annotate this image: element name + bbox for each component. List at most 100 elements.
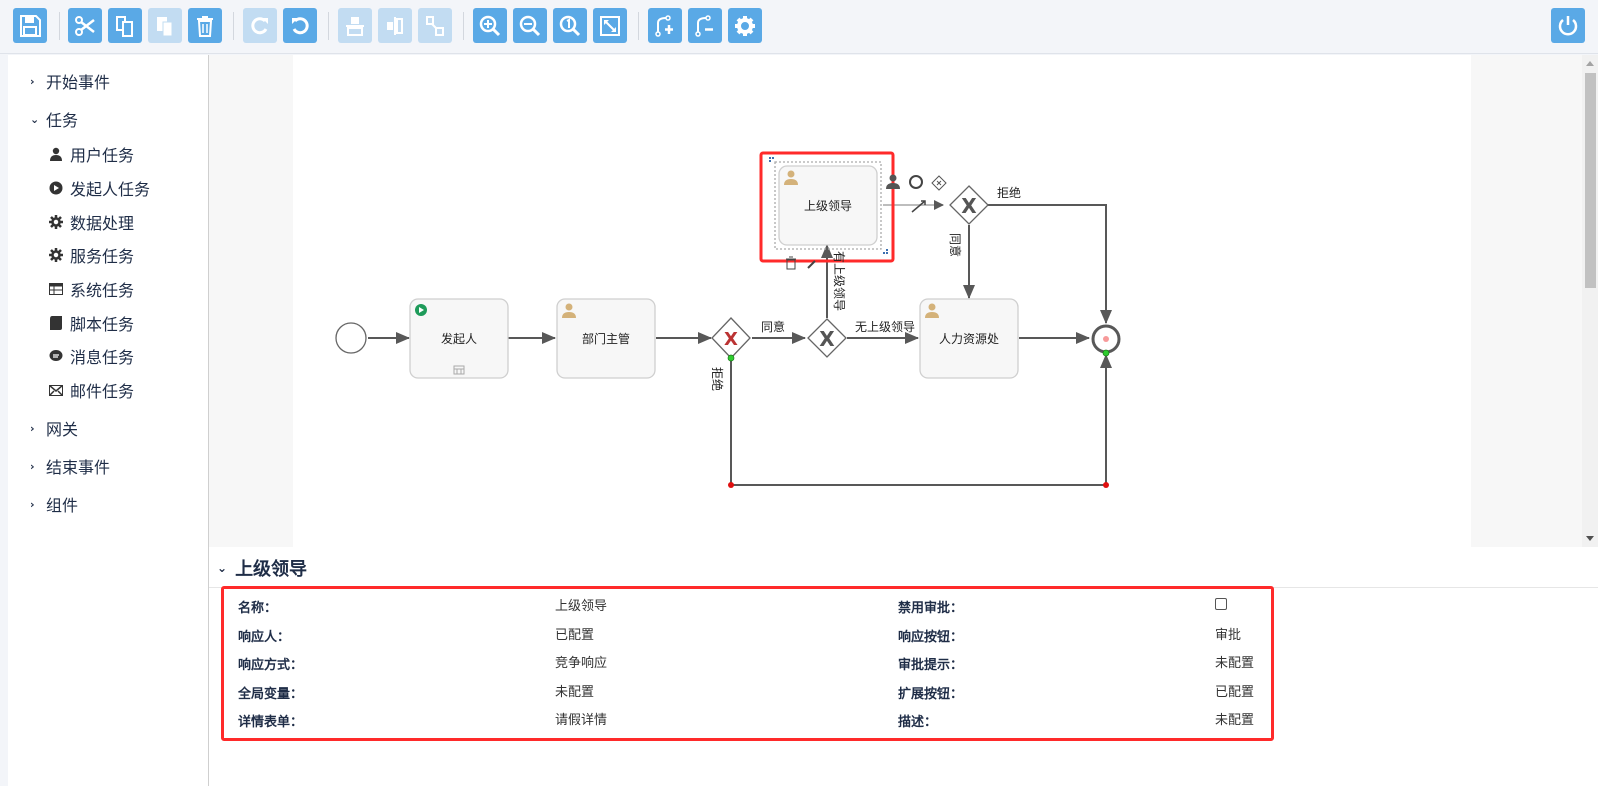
align-vertical-button[interactable] <box>378 8 412 43</box>
task-initiator <box>409 298 509 379</box>
element-palette: › 开始事件 ⌄ 任务 用户任务 发起人任务 数据处理 服务任务 系统任务 脚本… <box>8 55 208 786</box>
svg-text:X: X <box>724 329 738 350</box>
palette-item-label: 邮件任务 <box>70 382 135 401</box>
prop-label-disable-approval: 禁用审批： <box>898 601 964 616</box>
align-vertical-icon <box>387 16 403 35</box>
same-size-icon <box>426 15 444 36</box>
message-icon <box>48 348 64 364</box>
palette-item-label: 用户任务 <box>70 146 135 165</box>
add-bendpoint-button[interactable] <box>648 8 682 43</box>
prop-label-response-mode: 响应方式： <box>238 658 304 673</box>
flow-label-has-superior: 有上级领导 <box>832 251 846 311</box>
flow-reject-top <box>988 204 1112 324</box>
undo-button[interactable] <box>283 8 317 43</box>
palette-item-user-task[interactable]: 用户任务 <box>48 142 134 166</box>
exclusive-gateway-2: X <box>807 318 847 358</box>
palette-group-start-events[interactable]: › 开始事件 <box>30 69 110 93</box>
palette-group-label: 结束事件 <box>46 458 111 477</box>
chevron-down-icon: ⌄ <box>217 561 228 575</box>
palette-item-service-task[interactable]: 服务任务 <box>48 243 134 267</box>
zoom-in-button[interactable] <box>473 8 507 43</box>
save-button[interactable] <box>13 8 47 43</box>
append-end-event-icon <box>909 175 923 189</box>
prop-value-detail-form[interactable]: 请假详情 <box>555 713 608 728</box>
palette-group-label: 组件 <box>46 496 79 515</box>
palette-item-mail-task[interactable]: 邮件任务 <box>48 378 134 402</box>
trash-icon <box>786 256 796 270</box>
prop-value-response-mode[interactable]: 竞争响应 <box>555 656 608 671</box>
palette-item-script-task[interactable]: 脚本任务 <box>48 311 134 335</box>
zoom-fit-button[interactable] <box>593 8 627 43</box>
properties-panel-header[interactable]: ⌄ 上级领导 <box>217 555 307 581</box>
power-icon <box>1558 15 1578 35</box>
prop-value-global-vars[interactable]: 未配置 <box>555 685 595 700</box>
palette-item-label: 消息任务 <box>70 348 135 367</box>
prop-label-name: 名称： <box>238 601 278 616</box>
align-horizontal-icon <box>346 16 364 36</box>
save-icon <box>20 14 41 37</box>
context-pad[interactable] <box>786 174 947 270</box>
flow-reject-bottom <box>730 354 1112 486</box>
canvas-container: 发起人 部门主管 X X <box>209 55 1582 547</box>
scroll-down-arrow-icon[interactable] <box>1586 536 1594 541</box>
palette-item-data-processing[interactable]: 数据处理 <box>48 210 134 234</box>
scrollbar-thumb[interactable] <box>1585 73 1596 288</box>
chevron-down-icon: ⌄ <box>30 112 40 126</box>
prop-label-extension-buttons: 扩展按钮： <box>898 687 964 702</box>
prop-value-description[interactable]: 未配置 <box>1215 713 1255 728</box>
remove-bendpoint-button[interactable] <box>688 8 722 43</box>
canvas-vertical-scrollbar[interactable] <box>1582 55 1598 547</box>
palette-item-initiator-task[interactable]: 发起人任务 <box>48 176 150 200</box>
palette-item-label: 脚本任务 <box>70 315 135 334</box>
prop-value-extension-buttons[interactable]: 已配置 <box>1215 685 1255 700</box>
prop-value-responder[interactable]: 已配置 <box>555 628 595 643</box>
bpmn-canvas[interactable]: 发起人 部门主管 X X <box>293 55 1471 547</box>
toolbar <box>0 0 1598 54</box>
redo-button[interactable] <box>243 8 277 43</box>
disable-approval-checkbox[interactable] <box>1215 598 1227 610</box>
svg-text:X: X <box>961 194 977 218</box>
task-dept-manager-label: 部门主管 <box>582 331 630 346</box>
task-dept-manager <box>556 298 656 379</box>
prop-value-response-buttons[interactable]: 审批 <box>1215 628 1242 643</box>
palette-group-tasks[interactable]: ⌄ 任务 <box>30 107 78 131</box>
prop-value-name[interactable]: 上级领导 <box>555 599 608 614</box>
palette-group-gateways[interactable]: › 网关 <box>30 416 78 440</box>
zoom-out-button[interactable] <box>513 8 547 43</box>
exclusive-gateway-1: X <box>711 317 751 362</box>
settings-button[interactable] <box>728 8 762 43</box>
prop-label-approval-hint: 审批提示： <box>898 658 964 673</box>
palette-item-label: 服务任务 <box>70 247 135 266</box>
palette-item-message-task[interactable]: 消息任务 <box>48 344 134 368</box>
prop-value-approval-hint[interactable]: 未配置 <box>1215 656 1255 671</box>
same-size-button[interactable] <box>418 8 452 43</box>
copy-button[interactable] <box>108 8 142 43</box>
palette-item-system-task[interactable]: 系统任务 <box>48 277 134 301</box>
power-button[interactable] <box>1551 8 1585 43</box>
task-superior <box>759 151 895 263</box>
align-horizontal-button[interactable] <box>338 8 372 43</box>
wrench-icon <box>807 260 816 269</box>
redo-icon <box>251 16 268 34</box>
flow-label-agree-vertical: 同意 <box>948 233 963 257</box>
chevron-right-icon: › <box>30 459 35 473</box>
palette-group-end-events[interactable]: › 结束事件 <box>30 454 110 478</box>
gear-icon <box>48 247 64 263</box>
toolbar-divider <box>59 12 60 40</box>
prop-label-detail-form: 详情表单： <box>238 715 304 730</box>
scroll-up-arrow-icon[interactable] <box>1586 61 1594 66</box>
chevron-right-icon: › <box>30 497 35 511</box>
copy-icon <box>116 15 133 37</box>
delete-button[interactable] <box>188 8 222 43</box>
zoom-actual-button[interactable] <box>553 8 587 43</box>
table-icon <box>453 365 465 375</box>
prop-label-response-buttons: 响应按钮： <box>898 630 964 645</box>
palette-group-label: 任务 <box>46 111 79 130</box>
user-icon <box>925 303 939 318</box>
palette-group-components[interactable]: › 组件 <box>30 492 78 516</box>
script-icon <box>48 315 64 331</box>
paste-button[interactable] <box>148 8 182 43</box>
append-user-task-icon <box>886 174 900 189</box>
cut-button[interactable] <box>68 8 102 43</box>
zoom-in-icon <box>479 15 501 36</box>
